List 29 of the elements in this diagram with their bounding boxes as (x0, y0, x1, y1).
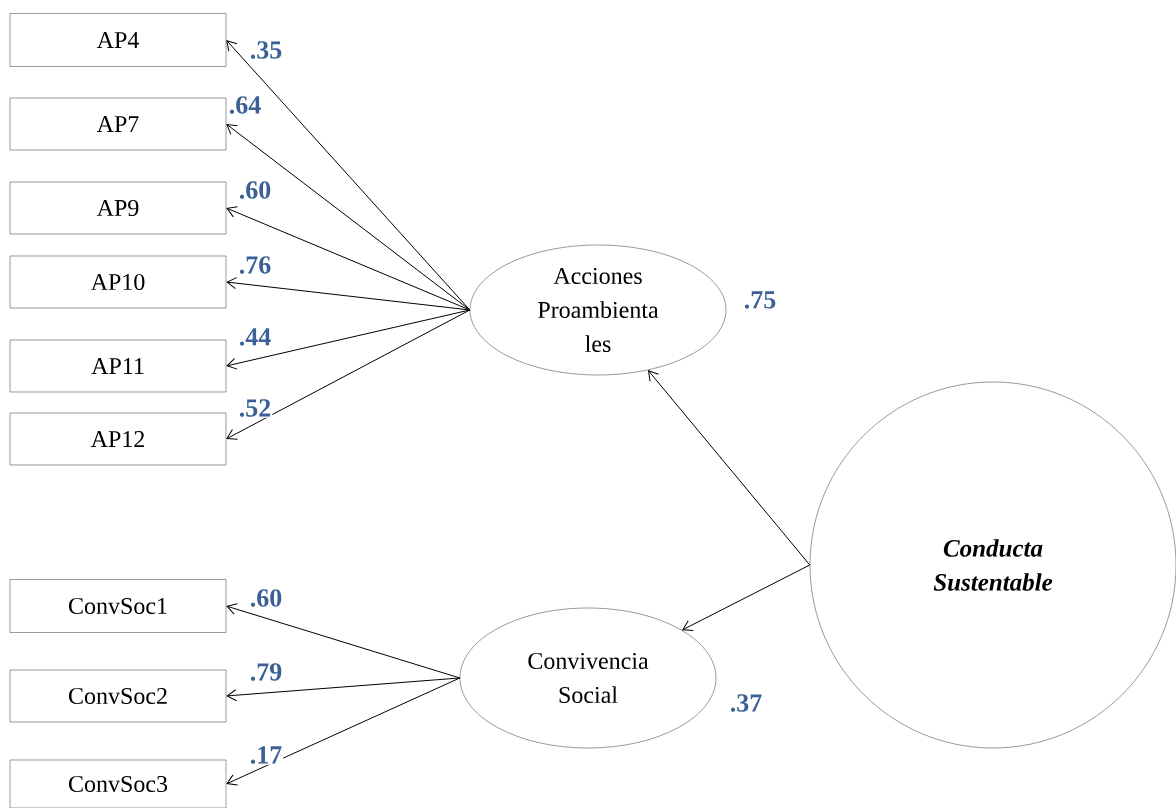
arrow (226, 309, 471, 440)
edge-label: .44 (237, 327, 273, 347)
indicator-box: AP11 (9, 339, 227, 393)
edge-label: .52 (237, 398, 273, 418)
coefficient-label: .75 (744, 291, 776, 309)
edge-label: .76 (237, 255, 273, 275)
indicator-box: AP10 (9, 255, 227, 309)
edge-label: .64 (227, 95, 263, 115)
edge-label: .60 (248, 588, 284, 608)
arrow (226, 603, 461, 679)
coefficient-label: .37 (730, 694, 762, 712)
indicator-box: ConvSoc2 (9, 669, 227, 723)
edge-label: .35 (248, 40, 284, 60)
arrow (226, 206, 471, 311)
indicator-box: AP9 (9, 181, 227, 235)
arrow (226, 124, 471, 311)
arrow (226, 677, 461, 786)
arrow (226, 677, 461, 702)
edge-label: .79 (248, 662, 284, 682)
arrow (648, 370, 811, 566)
indicator-box: ConvSoc1 (9, 579, 227, 633)
arrow (226, 277, 471, 311)
indicator-box: AP4 (9, 13, 227, 67)
indicator-box: AP12 (9, 412, 227, 466)
arrow (682, 564, 811, 632)
edge-label: .60 (237, 180, 273, 200)
edge-label: .17 (248, 745, 284, 765)
indicator-box: ConvSoc3 (9, 759, 227, 808)
indicator-box: AP7 (9, 97, 227, 151)
